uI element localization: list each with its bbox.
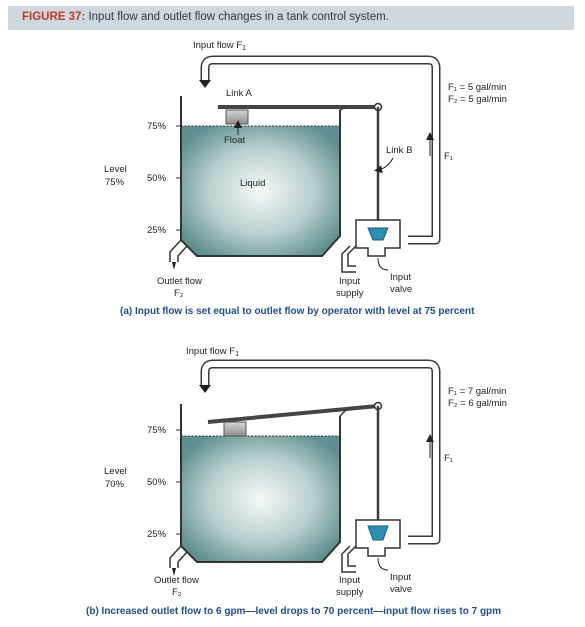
level-label-b: Level: [104, 466, 127, 477]
input-flow-label-a: Input flow F1: [193, 40, 246, 52]
link-a-arm-b: [207, 404, 379, 424]
input-supply-label-a2: supply: [336, 288, 364, 299]
level-value-a: 75%: [105, 177, 125, 188]
outlet-flow-label-a: Outlet flow: [157, 276, 202, 287]
link-a-label: Link A: [226, 88, 253, 99]
input-valve-b: [367, 525, 389, 541]
tick-75-a: 75%: [147, 121, 167, 132]
tank-wall-b: [180, 404, 341, 563]
input-supply-label-a1: Input: [339, 276, 360, 287]
float-b: [223, 421, 247, 437]
caption-b: (b) Increased outlet flow to 6 gpm—level…: [86, 606, 501, 617]
tick-25-a: 25%: [147, 225, 167, 236]
level-label-a: Level: [104, 164, 127, 175]
outlet-f2-label-b: F₂: [172, 587, 182, 598]
float-a: [225, 109, 249, 125]
liquid-label-a: Liquid: [240, 178, 265, 189]
tank-wall-a: [180, 96, 341, 257]
level-scale-b: [176, 429, 181, 535]
float-label-a: Float: [224, 135, 245, 146]
figure-caption: Input flow and outlet flow changes in a …: [88, 11, 389, 23]
tank-liquid-b: [181, 436, 340, 562]
flow-f1-value-a: F₁ = 5 gal/min: [448, 82, 506, 93]
input-valve-label-b2: valve: [390, 584, 412, 595]
level-scale-a: [176, 125, 181, 231]
outlet-flow-label-b: Outlet flow: [154, 575, 199, 586]
figure-title: FIGURE 37: Input flow and outlet flow ch…: [22, 11, 389, 23]
figure-header: FIGURE 37: Input flow and outlet flow ch…: [8, 6, 574, 30]
outlet-f2-label-a: F₂: [174, 288, 184, 299]
level-value-b: 70%: [105, 479, 125, 490]
tank-liquid-a: [181, 126, 340, 256]
flow-f2-value-a: F₂ = 5 gal/min: [448, 94, 507, 105]
input-supply-label-b1: Input: [339, 575, 360, 586]
input-valve-label-a2: valve: [390, 284, 412, 295]
tick-75-b: 75%: [147, 425, 167, 436]
tick-50-a: 50%: [147, 173, 167, 184]
input-supply-label-b2: supply: [336, 587, 364, 598]
input-valve-label-b1: Input: [390, 572, 411, 583]
f1-arrow-label-a: F₁: [444, 151, 453, 162]
flow-f2-value-b: F₂ = 6 gal/min: [448, 398, 507, 409]
input-flow-label-b: Input flow F1: [186, 346, 239, 358]
flow-f1-value-b: F₁ = 7 gal/min: [448, 386, 506, 397]
diagram-a: 75% 50% 25% Level 75% Link A Float Liqui…: [104, 40, 507, 317]
diagram-b: 75% 50% 25% Level 70% F₁ Input flow F1 F…: [86, 346, 507, 617]
tick-25-b: 25%: [147, 529, 167, 540]
caption-a: (a) Input flow is set equal to outlet fl…: [120, 306, 475, 317]
input-valve-label-a1: Input: [390, 272, 411, 283]
link-b-label: Link B: [386, 145, 412, 156]
figure-number: FIGURE 37:: [22, 11, 86, 23]
input-valve-a: [367, 227, 389, 241]
tick-50-b: 50%: [147, 477, 167, 488]
f1-arrow-label-b: F₁: [444, 453, 453, 464]
